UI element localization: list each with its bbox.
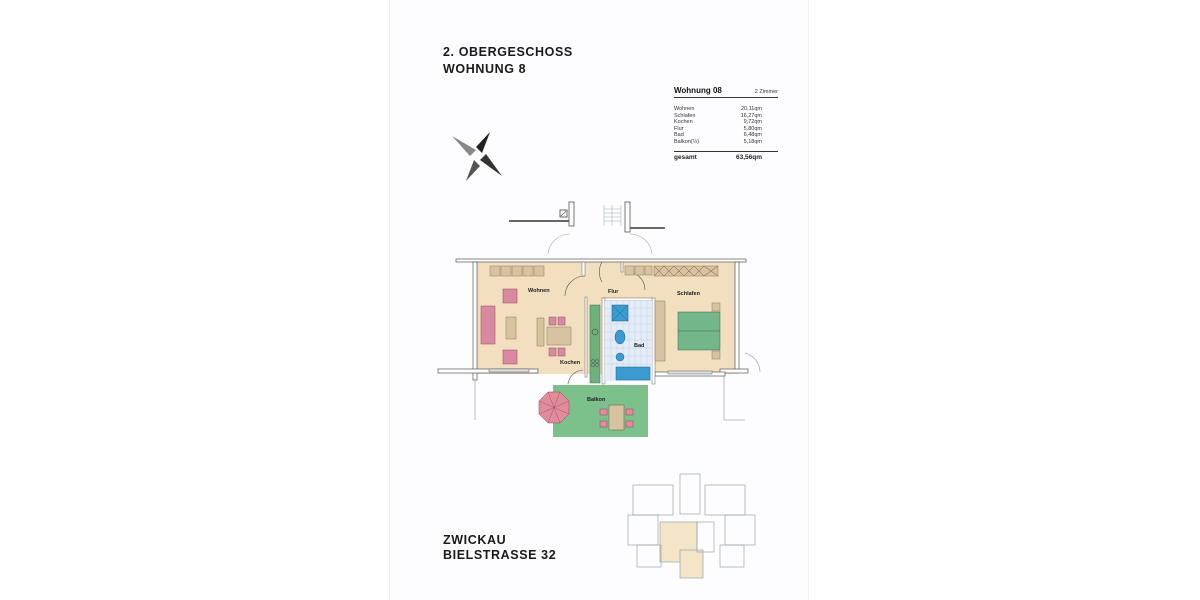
total-label: gesamt (674, 153, 697, 161)
compass-icon (452, 132, 502, 181)
building-key-plan (627, 473, 756, 579)
bathroom: Bad (605, 301, 652, 381)
room-name: Wohnen (674, 106, 695, 112)
room-name: Kochen (674, 119, 693, 126)
area-row: Wohnen 20,11qm (674, 106, 778, 113)
area-row: Balkon(½) 5,18qm (674, 139, 778, 146)
room-label-balkon: Balkon (587, 397, 606, 403)
room-area: 6,48qm (743, 132, 762, 139)
room-label-schlafen: Schlafen (677, 291, 701, 297)
room-area: 9,72qm (743, 119, 762, 126)
bedroom: Schlafen (624, 265, 721, 362)
kitchen: Kochen (560, 304, 601, 384)
area-row: Schlafen 16,27qm (674, 113, 778, 120)
room-area: 20,11qm (741, 106, 762, 112)
city-label: ZWICKAU (443, 533, 507, 547)
room-area: 5,18qm (743, 138, 762, 145)
room-name: Bad (674, 132, 684, 139)
rooms-count: 2 Zimmer (754, 89, 778, 95)
room-label-wohnen: Wohnen (528, 288, 550, 294)
room-label-kochen: Kochen (560, 360, 581, 366)
staircase (509, 201, 665, 255)
living-room-furniture: Wohnen (480, 265, 572, 365)
area-row: Bad 6,48qm (674, 132, 778, 139)
street-label: BIELSTRASSE 32 (443, 548, 557, 562)
area-table-header: Wohnung 08 2 Zimmer (674, 86, 778, 98)
room-area: 16,27qm (740, 112, 762, 119)
room-label-flur: Flur (608, 289, 619, 295)
unit-title: WOHNUNG 8 (443, 62, 527, 76)
room-area: 5,80qm (743, 125, 762, 132)
room-label-bad: Bad (634, 343, 644, 349)
neighbour-walls (474, 352, 761, 421)
room-name: Balkon(½) (674, 138, 700, 145)
area-total-row: gesamt 63,56qm (674, 150, 778, 161)
balcony: Balkon (538, 385, 648, 437)
floor-title: 2. OBERGESCHOSS (443, 45, 573, 59)
room-name: Flur (674, 125, 684, 132)
area-row: Kochen 9,72qm (674, 119, 778, 126)
area-table: Wohnung 08 2 Zimmer Wohnen 20,11qm Schlaf… (674, 86, 778, 161)
area-row: Flur 5,80qm (674, 126, 778, 133)
unit-name: Wohnung 08 (674, 86, 722, 95)
total-area: 63,56qm (735, 153, 762, 161)
room-name: Schlafen (674, 112, 696, 119)
